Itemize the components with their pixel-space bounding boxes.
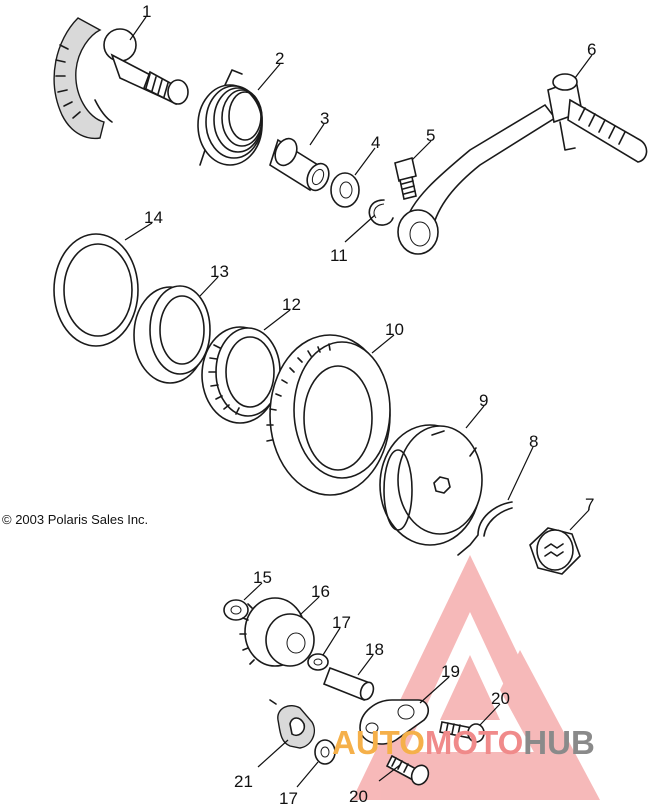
callout-19: 19: [441, 662, 460, 681]
watermark-logo: [352, 555, 600, 800]
callout-21: 21: [234, 772, 253, 791]
callout-9: 9: [479, 391, 488, 410]
callout-2: 2: [275, 49, 284, 68]
callout-3: 3: [320, 109, 329, 128]
watermark-text: AUTOMOTOHUB: [332, 724, 595, 762]
watermark-hub: HUB: [523, 724, 595, 761]
callout-labels: 1 2 3 4 5 6 7 8 9 10 11 12 13 14 15 16 1…: [142, 2, 596, 806]
watermark-auto: AUTO: [332, 724, 425, 761]
part-11-circlip: [368, 199, 394, 226]
callout-18: 18: [365, 640, 384, 659]
part-9-clutch: [379, 424, 483, 546]
part-17-washer-lower: [314, 739, 336, 765]
part-5-bolt: [394, 156, 417, 200]
callout-20-lower: 20: [349, 787, 368, 806]
part-17-washer-upper: [307, 653, 329, 671]
callout-17-lower: 17: [279, 789, 298, 806]
watermark-moto: MOTO: [424, 724, 524, 761]
callout-17-upper: 17: [332, 613, 351, 632]
part-3-sleeve: [269, 137, 330, 192]
callout-11: 11: [330, 246, 348, 265]
leader-lines: [124, 16, 593, 788]
callout-7: 7: [585, 495, 594, 514]
part-1-kick-spindle: [53, 17, 189, 140]
callout-4: 4: [371, 133, 380, 152]
part-2-spring: [197, 69, 263, 166]
callout-1: 1: [142, 2, 151, 21]
callout-14: 14: [144, 208, 163, 227]
part-4-washer: [330, 172, 360, 208]
part-7-nut: [529, 527, 581, 575]
callout-6: 6: [587, 40, 596, 59]
callout-13: 13: [210, 262, 229, 281]
part-16-gear: [239, 597, 315, 667]
callout-15: 15: [253, 568, 272, 587]
part-8-clip: [457, 501, 513, 556]
callout-12: 12: [282, 295, 301, 314]
part-18-pin: [322, 666, 375, 702]
part-19-plate: [359, 699, 430, 745]
part-20-screw-upper: [439, 721, 485, 743]
part-6-kick-lever: [397, 73, 648, 255]
callout-8: 8: [529, 432, 538, 451]
callout-5: 5: [426, 126, 435, 145]
part-12-needle-bearing: [201, 326, 281, 424]
callout-10: 10: [385, 320, 404, 339]
part-15-washer: [223, 599, 249, 621]
copyright-text: © 2003 Polaris Sales Inc.: [2, 512, 149, 527]
callout-16: 16: [311, 582, 330, 601]
part-20-screw-lower: [385, 754, 430, 786]
callout-20-upper: 20: [491, 689, 510, 708]
part-21-bracket: [269, 699, 316, 749]
part-13-bushing: [133, 285, 211, 384]
part-10-ring-gear: [266, 334, 391, 496]
part-14-ring: [53, 233, 139, 347]
